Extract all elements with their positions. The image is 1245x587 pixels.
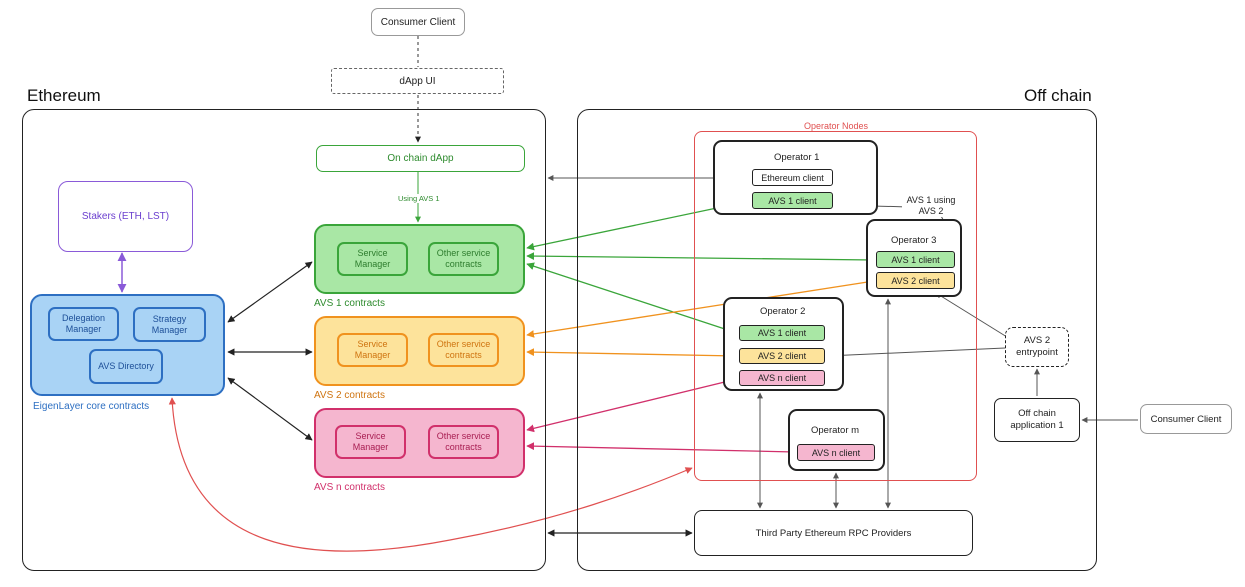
avs1-other-contracts: Other service contracts: [428, 242, 499, 276]
avs1-using-avs2-label: AVS 1 using AVS 2: [902, 195, 960, 217]
ethereum-region: [22, 109, 546, 571]
avs2-contracts-box: [314, 316, 525, 386]
avs2-entrypoint-box: AVS 2 entrypoint: [1005, 327, 1069, 367]
operator-nodes-title: Operator Nodes: [802, 121, 871, 131]
avsn-label: AVS n contracts: [314, 482, 385, 493]
operator2-avs1-client: AVS 1 client: [739, 325, 825, 341]
avs1-contracts-box: [314, 224, 525, 294]
operator2-avs2-client: AVS 2 client: [739, 348, 825, 364]
operator3-avs1-client: AVS 1 client: [876, 251, 955, 268]
edge-eigen-operatornodes: [168, 397, 693, 552]
edge-avs2-op3: [526, 278, 875, 338]
delegation-manager-box: Delegation Manager: [48, 307, 119, 341]
stakers-box: Stakers (ETH, LST): [58, 181, 193, 252]
ethereum-title: Ethereum: [27, 86, 101, 105]
operator3-avs2-client: AVS 2 client: [876, 272, 955, 289]
rpc-providers-box: Third Party Ethereum RPC Providers: [694, 510, 973, 556]
consumer-client-top: Consumer Client: [371, 8, 465, 36]
consumer-client-right: Consumer Client: [1140, 404, 1232, 434]
avs-directory-box: AVS Directory: [89, 349, 163, 384]
edge-entry-op2: [826, 347, 1006, 359]
operatorm-box: [788, 409, 885, 471]
operator1-avs1-client: AVS 1 client: [752, 192, 833, 209]
avsn-other-contracts: Other service contracts: [428, 425, 499, 459]
eigenlayer-label: EigenLayer core contracts: [33, 401, 150, 412]
edge-avs1-op3: [526, 252, 875, 264]
operator2-title: Operator 2: [760, 306, 806, 317]
edge-avs2-op2: [526, 348, 738, 360]
edge-avs1-op1: [526, 198, 751, 251]
avsn-service-manager: Service Manager: [335, 425, 406, 459]
operator1-eth-client: Ethereum client: [752, 169, 833, 186]
avs2-label: AVS 2 contracts: [314, 390, 385, 401]
using-avs1-label: Using AVS 1: [397, 194, 441, 203]
eigenlayer-box: [30, 294, 225, 396]
offchain-application-box: Off chain application 1: [994, 398, 1080, 442]
avs1-service-manager: Service Manager: [337, 242, 408, 276]
avs2-service-manager: Service Manager: [337, 333, 408, 367]
offchain-title: Off chain: [1024, 86, 1092, 105]
operator3-title: Operator 3: [891, 235, 937, 246]
operator1-title: Operator 1: [774, 152, 820, 163]
strategy-manager-box: Strategy Manager: [133, 307, 206, 342]
operatorm-title: Operator m: [811, 425, 860, 436]
offchain-region: [577, 109, 1097, 571]
onchain-dapp-box: On chain dApp: [316, 145, 525, 172]
edge-eigen-avs1: [227, 261, 313, 323]
avs2-other-contracts: Other service contracts: [428, 333, 499, 367]
operator2-avsn-client: AVS n client: [739, 370, 825, 386]
edge-entry-op3: [935, 292, 1008, 338]
operatorm-avsn-client: AVS n client: [797, 444, 875, 461]
avs1-label: AVS 1 contracts: [314, 298, 385, 309]
dapp-ui-box: dApp UI: [331, 68, 504, 94]
